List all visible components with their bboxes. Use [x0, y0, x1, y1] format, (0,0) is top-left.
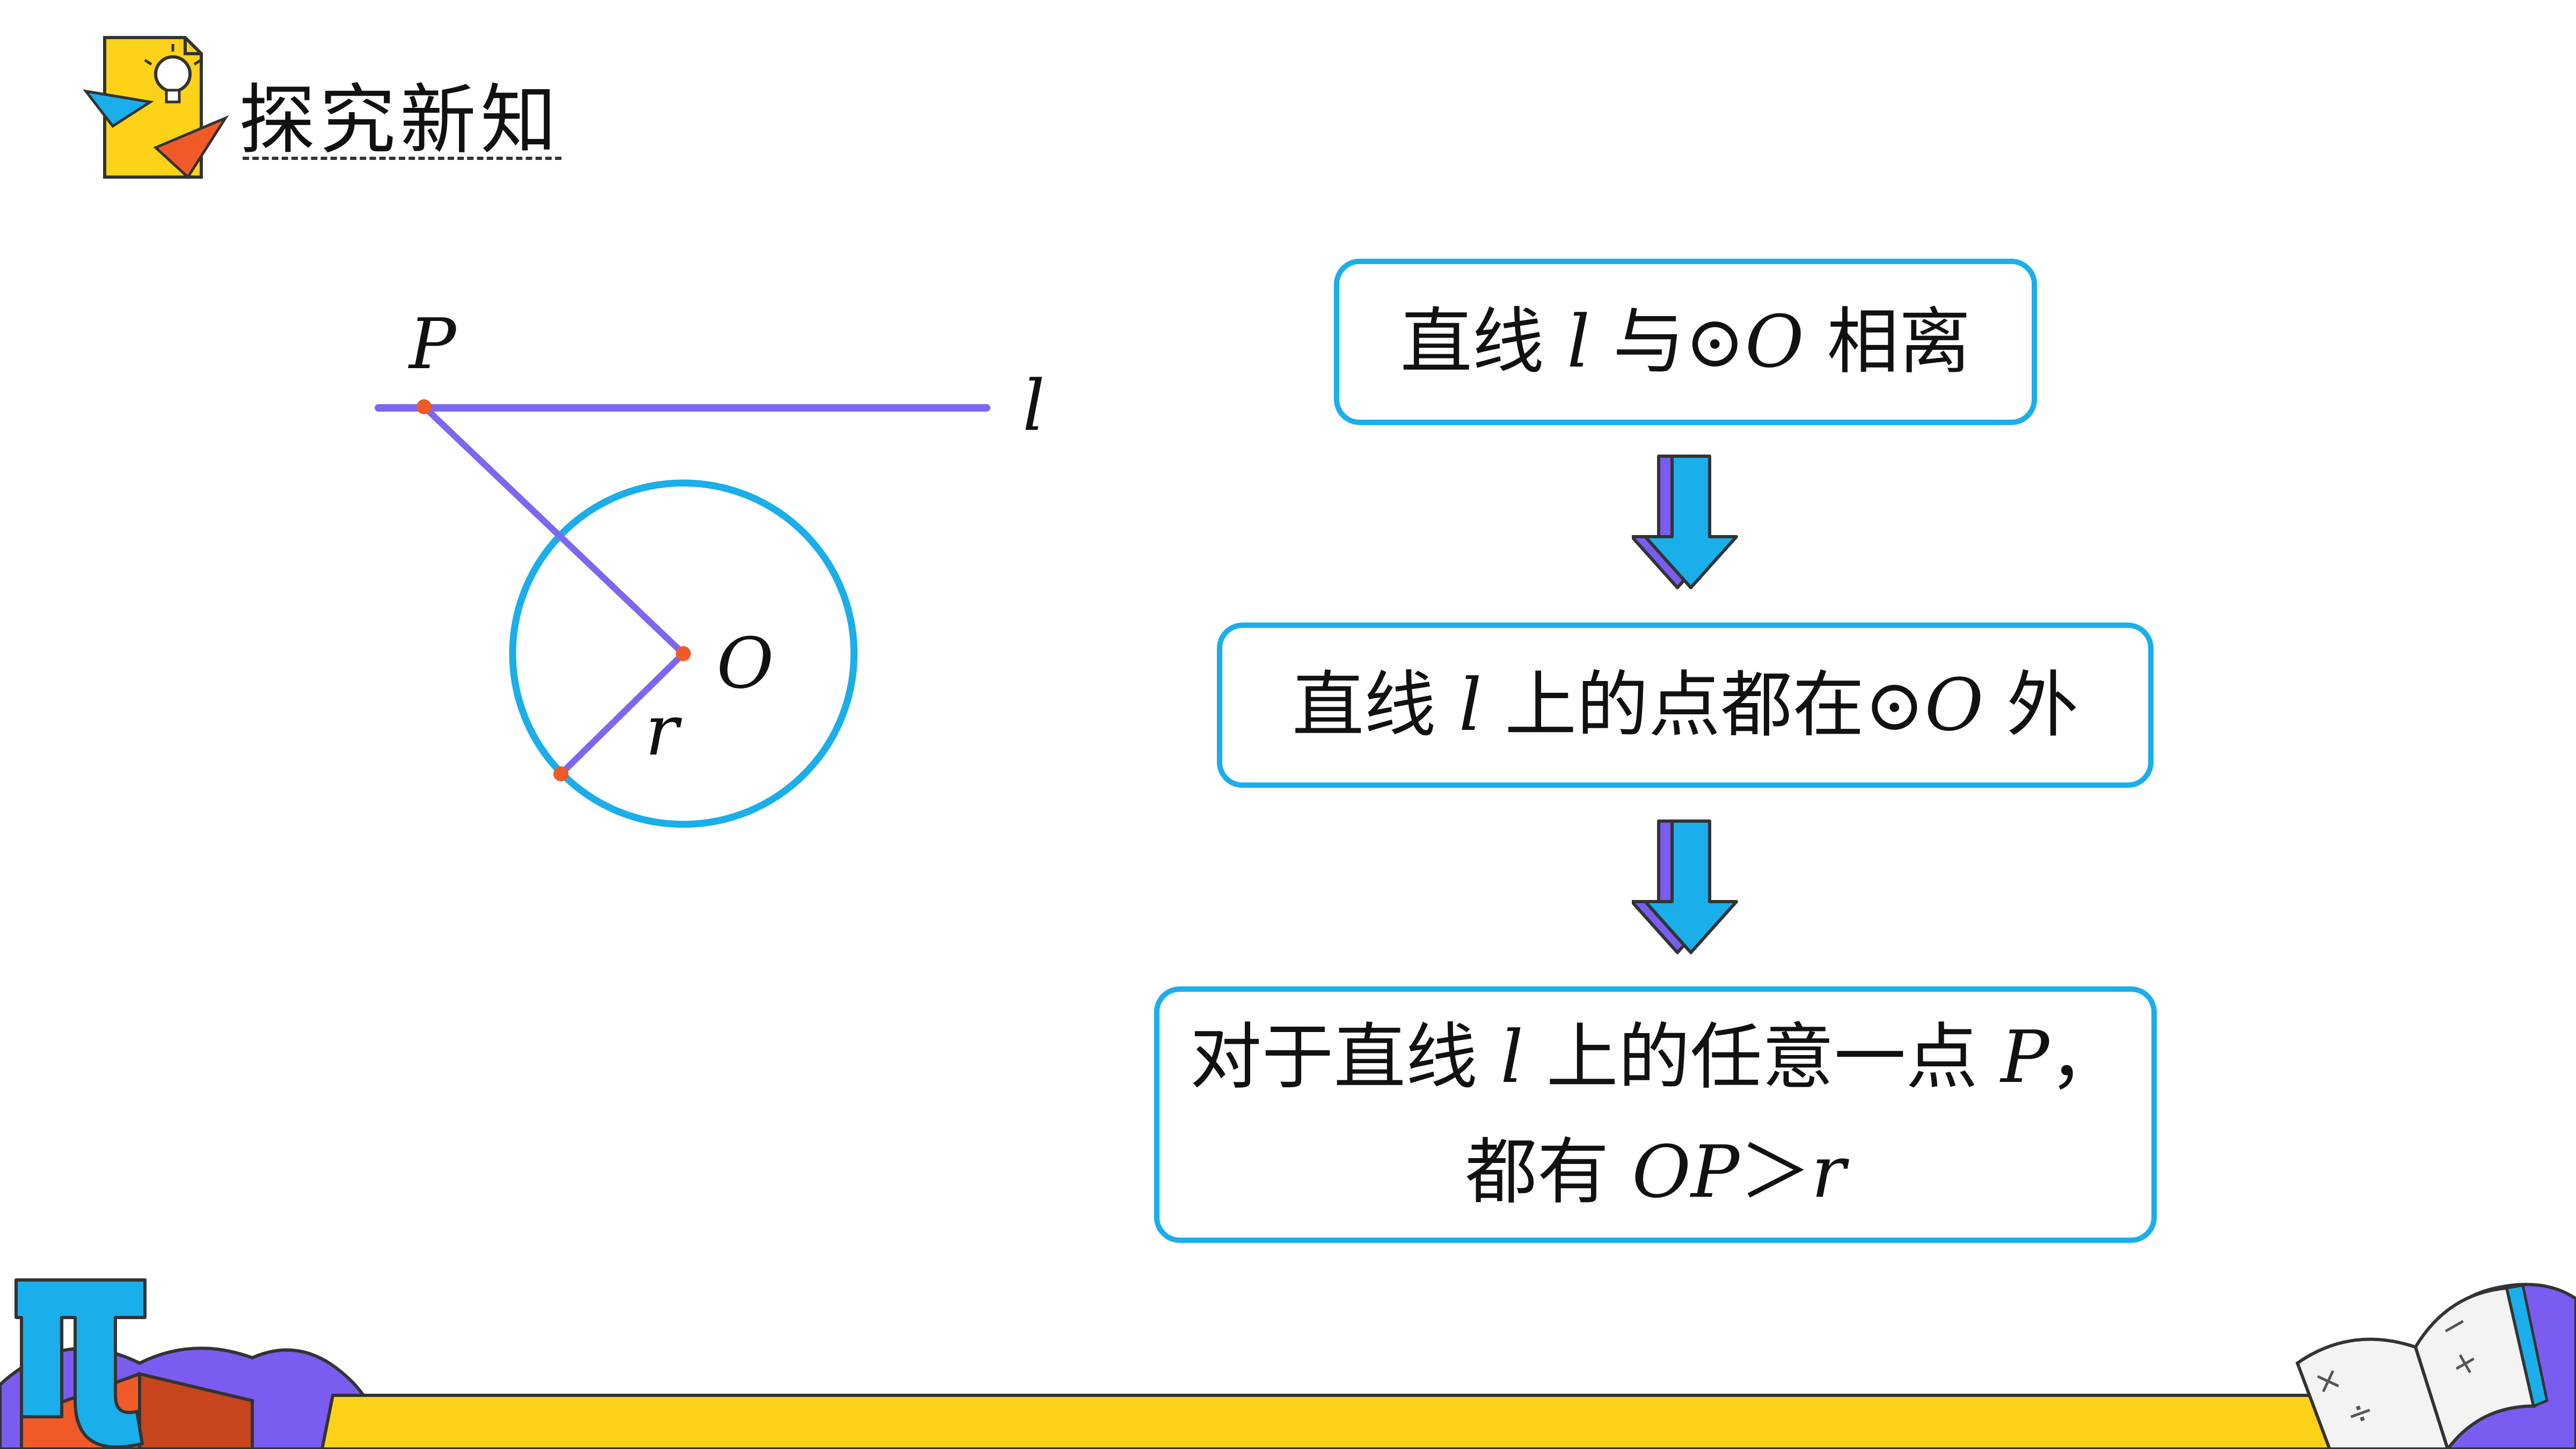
box-2-text: 直线 l 上的点都在⊙O 外: [1292, 648, 2078, 763]
page-title: 探究新知: [239, 76, 561, 165]
label-point-p: P: [409, 303, 456, 385]
box-2-text-c: 外: [1983, 663, 2078, 747]
box-3-var-op: OP: [1632, 1130, 1740, 1214]
flow-box-separate: 直线 l 与⊙O 相离: [1334, 259, 2037, 425]
flow-box-points-outside: 直线 l 上的点都在⊙O 外: [1217, 623, 2154, 788]
box-2-text-a: 直线: [1292, 663, 1459, 747]
open-math-book-icon: × ÷ − +: [2295, 1284, 2549, 1449]
segment-po: [421, 404, 687, 657]
box-3-var-p: P: [2001, 1015, 2049, 1099]
point-o: [676, 646, 691, 661]
box-1-text: 直线 l 与⊙O 相离: [1400, 284, 1971, 399]
title-underline: [243, 157, 561, 160]
pi-symbol-icon: [14, 1278, 147, 1449]
box-2-text-b: 上的点都在⊙: [1482, 663, 1925, 747]
box-3-line-1-b: 上的任意一点: [1523, 1015, 2001, 1099]
point-on-circle: [553, 766, 568, 781]
box-3-line-1-a: 对于直线: [1190, 1015, 1501, 1099]
radius-segment: [558, 650, 687, 777]
box-2-var-o: O: [1924, 663, 1984, 747]
down-arrow-icon: [1632, 819, 1738, 954]
lightbulb-paper-plane-icon: [83, 36, 229, 179]
box-3-line-2-a: 都有: [1465, 1130, 1632, 1214]
label-radius-r: r: [645, 690, 679, 771]
box-1-text-b: 与⊙: [1590, 299, 1745, 384]
box-1-var-l: l: [1567, 299, 1590, 384]
box-3-gt-sign: ＞: [1739, 1130, 1812, 1214]
flow-box-conclusion: 对于直线 l 上的任意一点 P， 都有 OP＞r: [1154, 986, 2157, 1243]
box-3-line-2: 都有 OP＞r: [1465, 1115, 1846, 1230]
box-3-var-r: r: [1811, 1130, 1846, 1214]
box-1-text-a: 直线: [1400, 299, 1567, 384]
down-arrow-icon: [1632, 455, 1738, 589]
box-1-var-o: O: [1745, 299, 1804, 384]
box-2-var-l: l: [1458, 663, 1482, 747]
box-3-line-1-c: ，: [2049, 1015, 2121, 1099]
label-center-o: O: [717, 623, 774, 704]
box-3-var-l: l: [1500, 1015, 1524, 1099]
circle-o: [509, 479, 858, 828]
footer-decoration: × ÷ − +: [0, 1278, 2576, 1449]
label-line-l: l: [1023, 365, 1045, 447]
box-1-text-c: 相离: [1804, 299, 1971, 384]
point-p: [417, 399, 432, 414]
box-3-line-1: 对于直线 l 上的任意一点 P，: [1190, 1000, 2121, 1115]
